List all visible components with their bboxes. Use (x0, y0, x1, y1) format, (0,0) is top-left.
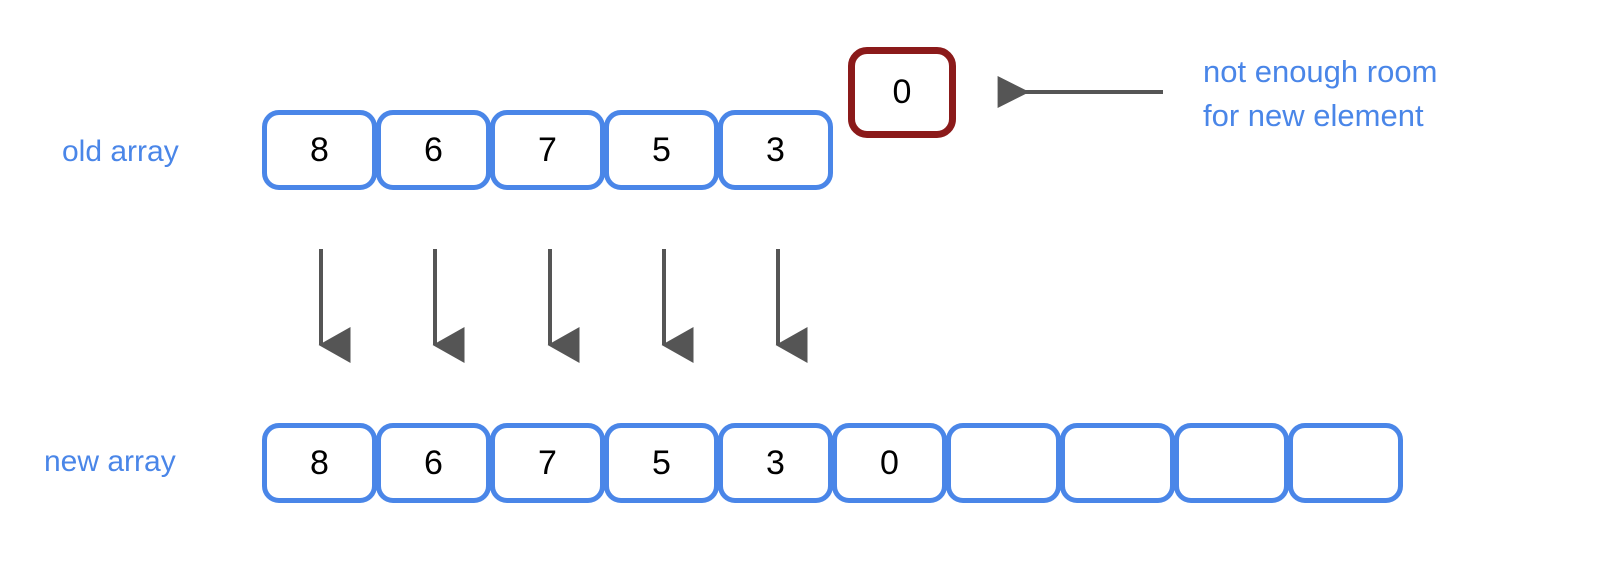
new-array-cell-0[interactable]: 8 (262, 423, 377, 503)
new-array-cell-8[interactable] (1174, 423, 1289, 503)
new-array-cell-9[interactable] (1288, 423, 1403, 503)
old-array-cell-0[interactable]: 8 (262, 110, 377, 190)
new-array-cell-4[interactable]: 3 (718, 423, 833, 503)
old-array: 8 6 7 5 3 (262, 110, 833, 190)
copy-arrow-group (318, 249, 808, 363)
new-array-cell-7[interactable] (1060, 423, 1175, 503)
new-array-cell-2[interactable]: 7 (490, 423, 605, 503)
new-array: 8 6 7 5 3 0 (262, 423, 1403, 503)
new-array-label: new array (44, 445, 176, 478)
old-array-cell-3[interactable]: 5 (604, 110, 719, 190)
overflow-annotation-line-1: not enough room (1203, 54, 1438, 89)
overflow-annotation: not enough room for new element (1203, 50, 1437, 138)
new-array-cell-3[interactable]: 5 (604, 423, 719, 503)
new-array-cell-6[interactable] (946, 423, 1061, 503)
old-array-cell-1[interactable]: 6 (376, 110, 491, 190)
old-array-label: old array (62, 135, 179, 168)
old-array-cell-4[interactable]: 3 (718, 110, 833, 190)
overflow-annotation-line-2: for new element (1203, 98, 1424, 133)
overflow-element-cell[interactable]: 0 (848, 47, 956, 138)
new-array-cell-1[interactable]: 6 (376, 423, 491, 503)
old-array-cell-2[interactable]: 7 (490, 110, 605, 190)
new-array-cell-5[interactable]: 0 (832, 423, 947, 503)
